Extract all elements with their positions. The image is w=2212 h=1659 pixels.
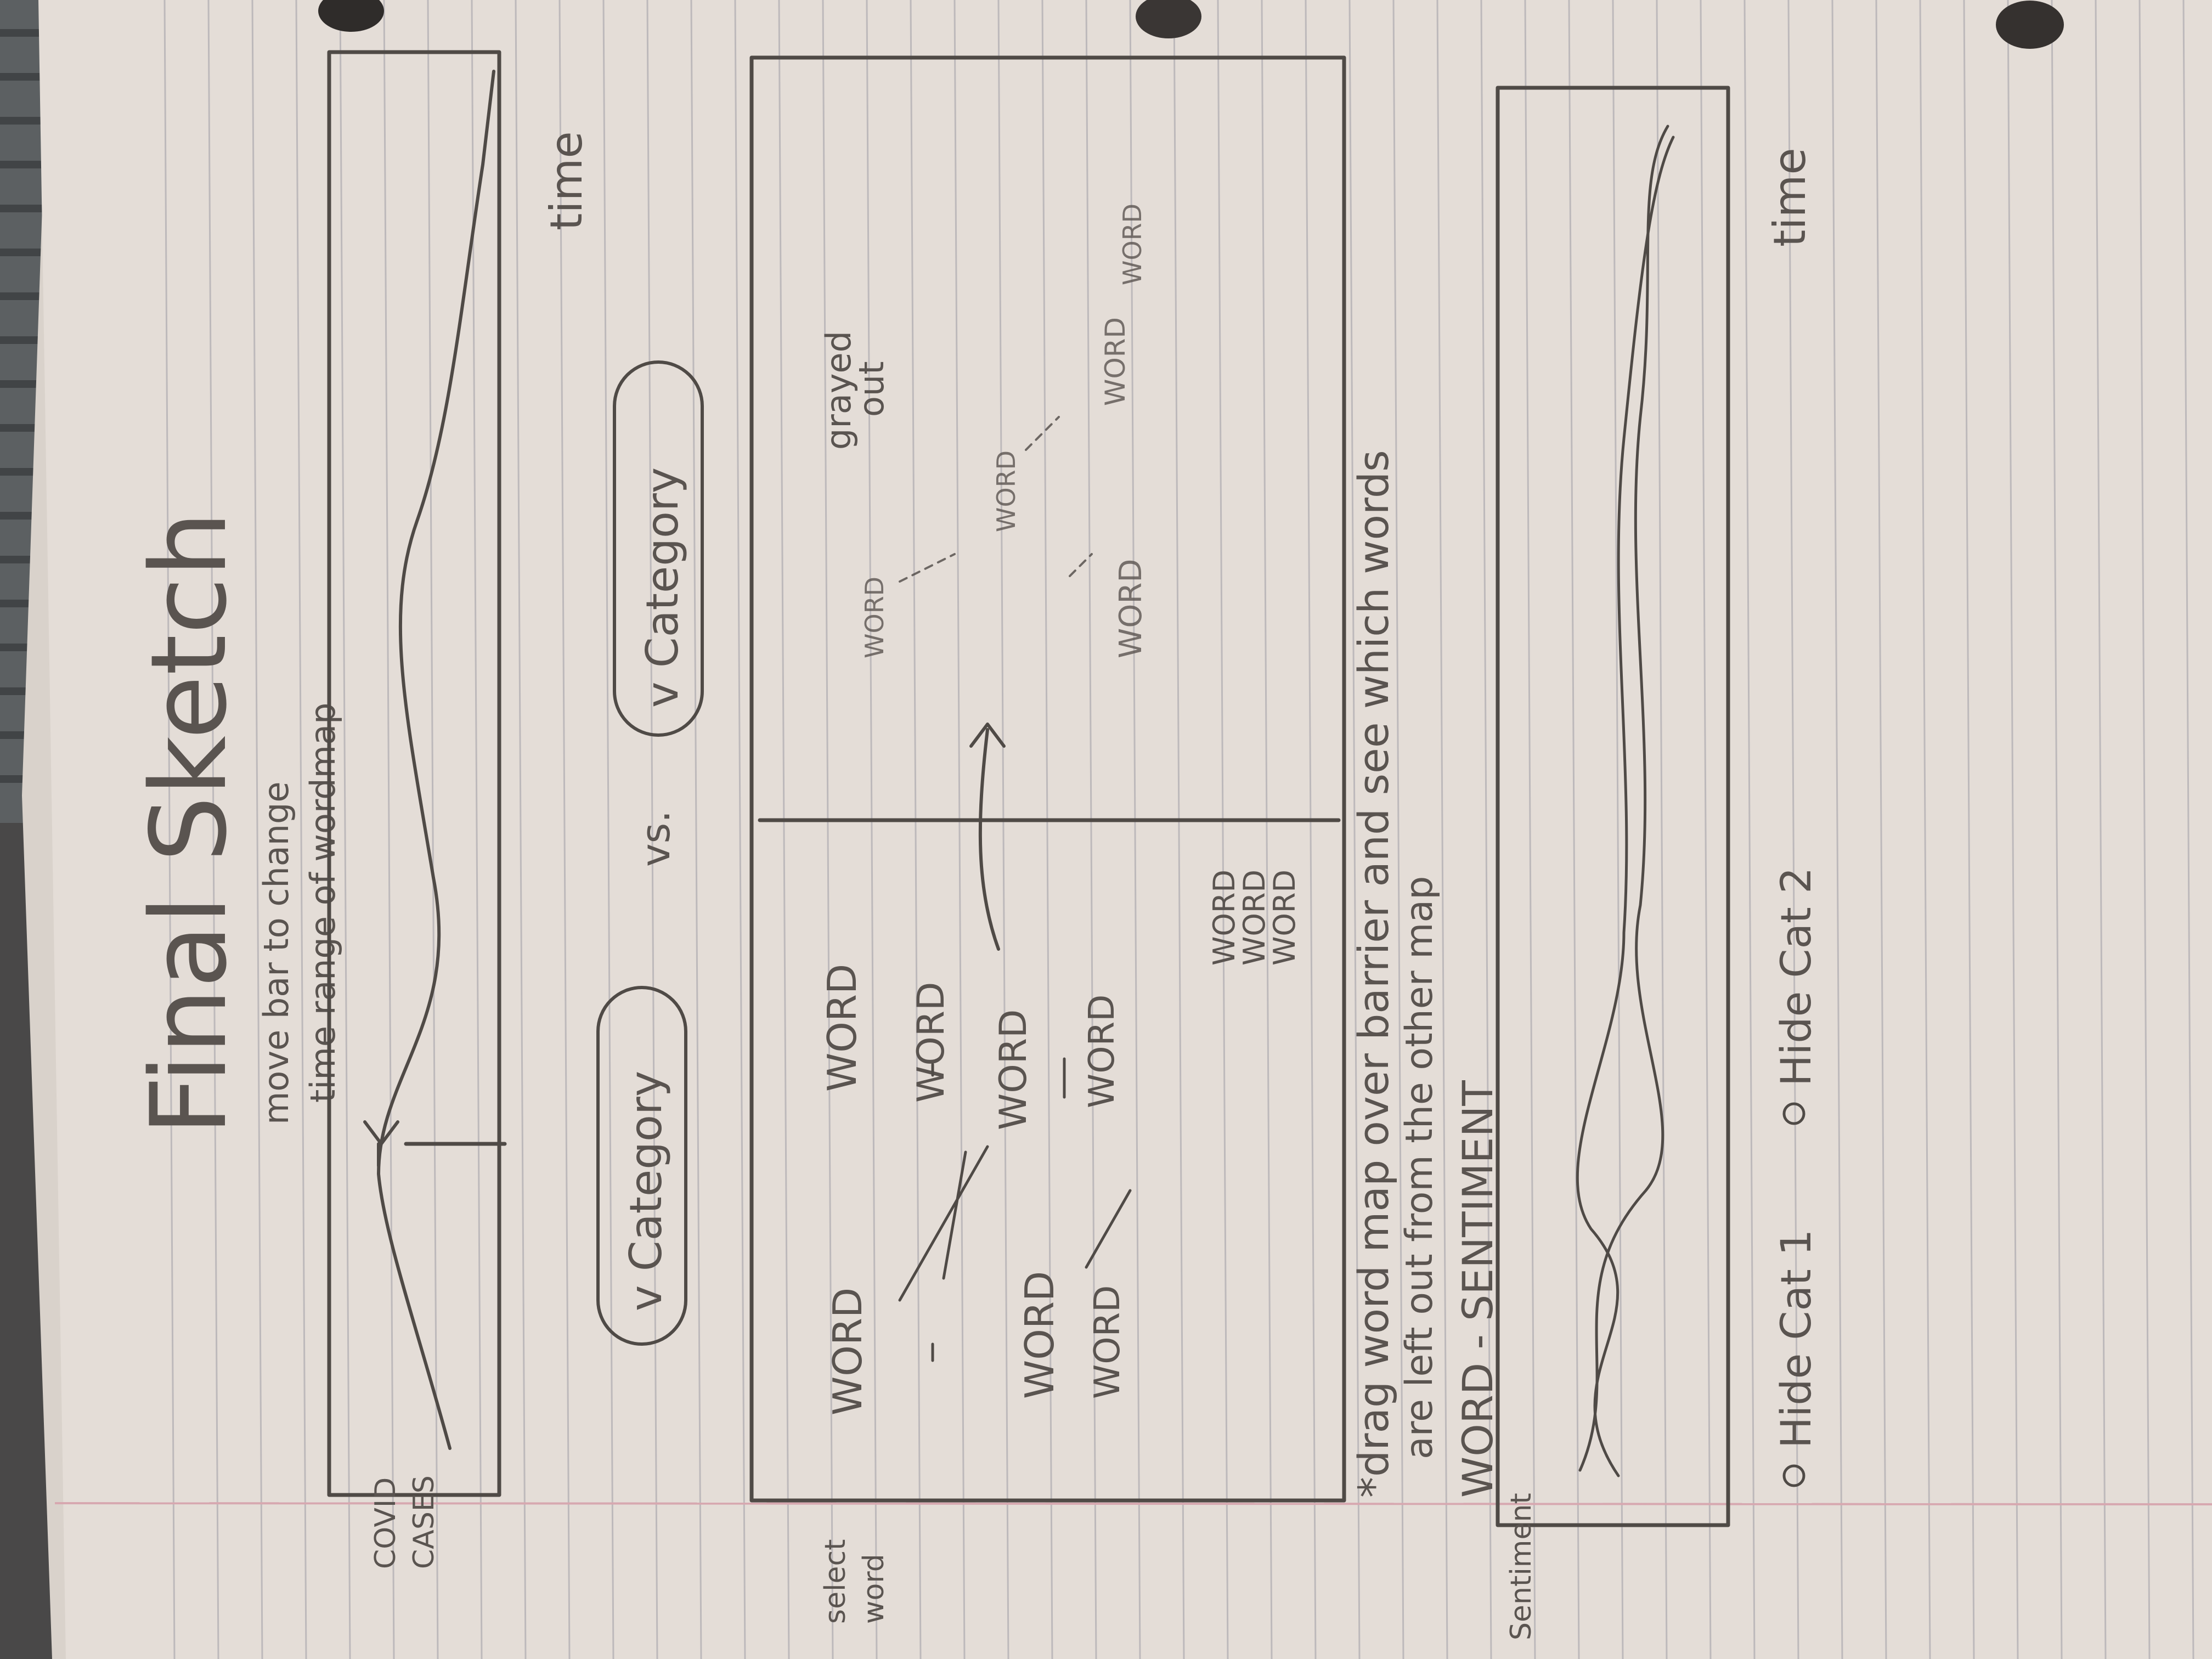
category-dropdown-right[interactable]: v Category xyxy=(613,360,704,737)
binder-hole xyxy=(1996,1,2064,49)
word-sentiment-label: WORD - SENTIMENT xyxy=(1453,1080,1502,1498)
covid-axis-label-line2: CASES xyxy=(408,1475,441,1569)
select-word-note-line2: word xyxy=(857,1554,890,1624)
ruled-lines xyxy=(163,0,2194,1659)
word-node-grayed[interactable]: WORD xyxy=(991,450,1021,532)
drag-note-line1: *drag word map over barrier and see whic… xyxy=(1349,450,1398,1498)
word-map-left: WORD WORD WORD WORD WORD WORD WORD WORD … xyxy=(819,870,1302,1415)
sentiment-frame xyxy=(1496,86,1730,1527)
grayed-note-line2: out xyxy=(851,361,891,417)
word-node[interactable]: WORD xyxy=(1017,1271,1063,1399)
word-node[interactable]: WORD xyxy=(825,1288,871,1415)
word-node-grayed[interactable]: WORD xyxy=(1113,559,1149,658)
time-axis-label-bottom: time xyxy=(1764,148,1815,247)
drag-note-line2: are left out from the other map xyxy=(1398,876,1441,1459)
word-node[interactable]: WORD xyxy=(1207,870,1242,966)
word-map-right: WORD WORD WORD WORD WORD xyxy=(860,204,1149,658)
word-node[interactable]: WORD xyxy=(1237,870,1272,966)
sketch-title: Final Sketch xyxy=(128,511,250,1136)
word-node[interactable]: WORD xyxy=(992,1009,1035,1130)
word-node-grayed[interactable]: WORD xyxy=(1099,317,1131,406)
time-axis-label-top: time xyxy=(541,131,592,230)
word-map-frame xyxy=(749,55,1346,1503)
hide-cat2-option[interactable]: Hide Cat 2 xyxy=(1771,867,1820,1125)
binder-hole xyxy=(1136,0,1201,38)
word-node[interactable]: WORD xyxy=(1082,995,1122,1108)
covid-timeline xyxy=(327,50,507,1497)
sentiment-axis-label: Sentiment xyxy=(1505,1493,1538,1640)
vs-label: vs. xyxy=(633,810,679,867)
paper-sheet xyxy=(22,0,2212,1659)
covid-cases-line xyxy=(377,70,495,1450)
word-node[interactable]: WORD xyxy=(819,964,865,1092)
radio-icon xyxy=(1782,1102,1805,1125)
select-word-note-line1: select xyxy=(819,1539,852,1624)
category-dropdown-right-label: v Category xyxy=(637,467,688,708)
radio-icon xyxy=(1782,1464,1805,1487)
word-node[interactable]: WORD xyxy=(1087,1285,1128,1399)
word-node[interactable]: WORD xyxy=(1267,870,1302,966)
drag-arrow-icon xyxy=(969,723,1006,951)
sentiment-chart xyxy=(1496,86,1730,1527)
word-links xyxy=(898,1057,1132,1362)
timeline-frame xyxy=(327,50,501,1497)
word-node[interactable]: WORD xyxy=(910,982,953,1103)
word-map-panel: WORD WORD WORD WORD WORD WORD WORD WORD … xyxy=(749,55,1346,1503)
hide-cat1-option[interactable]: Hide Cat 1 xyxy=(1771,1229,1820,1487)
grayed-note-line1: grayed xyxy=(819,331,859,450)
grayed-links xyxy=(899,416,1093,583)
move-bar-note-line2: time range of wordmap xyxy=(303,703,343,1103)
word-node-grayed[interactable]: WORD xyxy=(860,577,889,658)
category-dropdown-left-label: v Category xyxy=(620,1071,672,1311)
bar-drag-handle-icon xyxy=(363,1120,399,1167)
margin-line xyxy=(54,1502,2212,1505)
hide-cat1-label: Hide Cat 1 xyxy=(1771,1229,1820,1448)
sentiment-line-cat1 xyxy=(1576,136,1675,1477)
covid-axis-label-line1: COVID xyxy=(369,1477,402,1569)
sentiment-line-cat2 xyxy=(1578,125,1669,1472)
category-dropdown-left[interactable]: v Category xyxy=(596,986,687,1346)
binder-hole xyxy=(318,0,384,32)
hide-cat2-label: Hide Cat 2 xyxy=(1771,867,1820,1086)
word-node-grayed[interactable]: WORD xyxy=(1118,204,1147,285)
move-bar-note-line1: move bar to change xyxy=(256,781,296,1125)
